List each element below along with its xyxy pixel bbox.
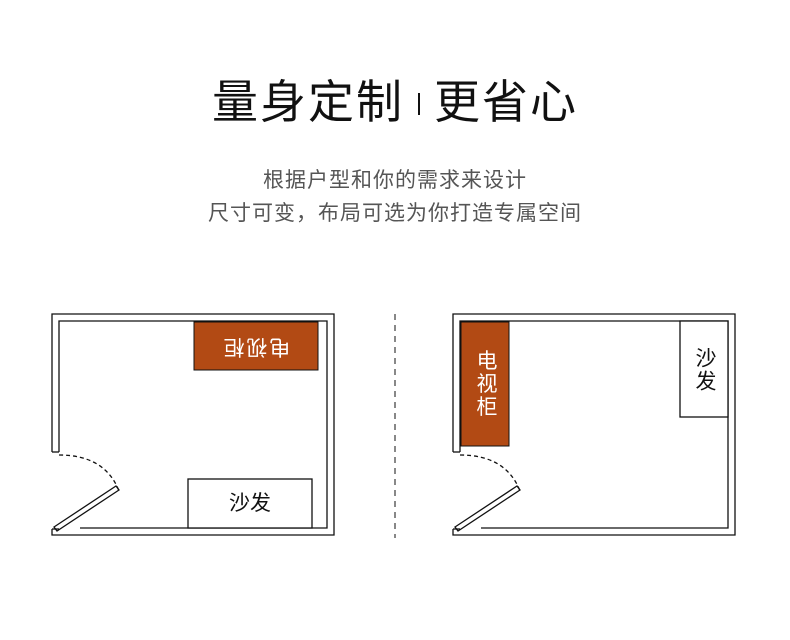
- title-left: 量身定制: [212, 75, 404, 129]
- right-sofa: [679, 320, 729, 418]
- left-sofa-label: 沙发: [229, 491, 271, 515]
- page-title: 量身定制更省心: [0, 72, 790, 132]
- left-door-swing: [58, 454, 120, 492]
- floor-plan-right: [452, 313, 736, 536]
- left-tv-cabinet: [193, 321, 319, 371]
- right-door-leaf: [454, 485, 521, 532]
- subtitle-line-1: 根据户型和你的需求来设计: [263, 168, 527, 192]
- right-door-swing: [459, 454, 521, 492]
- left-outer-wall: [51, 313, 335, 536]
- subtitle-line-2: 尺寸可变，布局可选为你打造专属空间: [208, 201, 582, 225]
- right-tv-cabinet: [460, 321, 510, 447]
- left-tv-cabinet-label: 电视柜: [222, 335, 291, 359]
- title-separator: [418, 92, 420, 115]
- right-tv-cabinet-label: 电视柜: [474, 350, 498, 419]
- right-outer-wall: [452, 313, 736, 536]
- left-door-leaf: [53, 485, 120, 532]
- title-right: 更省心: [434, 75, 578, 129]
- left-sofa: [187, 478, 313, 529]
- floor-plan-left: [51, 313, 335, 536]
- right-sofa-label: 沙发: [693, 347, 717, 393]
